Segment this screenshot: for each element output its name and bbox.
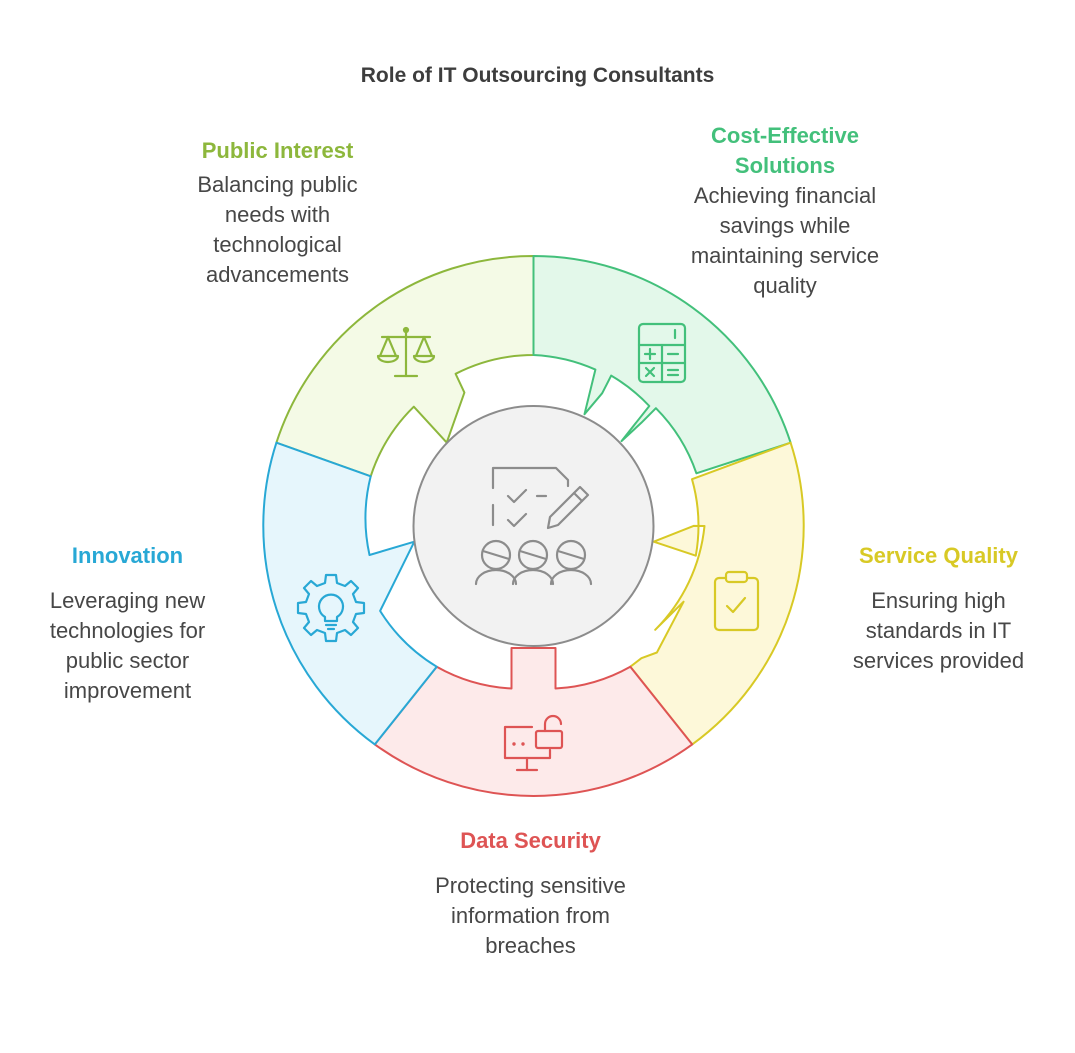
innovation-heading: Innovation [71, 543, 184, 568]
center-circle [412, 405, 655, 647]
innovation-block: Innovation Leveraging new technologies f… [25, 541, 230, 706]
service-quality-heading: Service Quality [859, 543, 1018, 568]
cost-effective-description: Achieving financial savings while mainta… [690, 183, 880, 298]
data-security-heading: Data Security [460, 828, 601, 853]
segment-innovation [262, 441, 438, 746]
service-quality-description: Ensuring high standards in IT services p… [852, 588, 1025, 673]
public-interest-description: Balancing public needs with technologica… [197, 172, 358, 287]
segment-service-quality [629, 441, 805, 746]
cost-effective-heading: Cost-Effective Solutions [711, 123, 859, 178]
innovation-description: Leveraging new technologies for public s… [49, 588, 206, 703]
monitor-lock-icon [503, 714, 564, 772]
calculator-icon [637, 322, 687, 384]
public-interest-heading: Public Interest [201, 138, 354, 163]
scales-icon [376, 326, 436, 378]
public-interest-block: Public Interest Balancing public needs w… [165, 136, 390, 290]
service-quality-block: Service Quality Ensuring high standards … [836, 541, 1041, 676]
diagram-title: Role of IT Outsourcing Consultants [360, 64, 715, 87]
data-security-description: Protecting sensitive information from br… [435, 873, 626, 958]
lightbulb-gear-icon [296, 573, 366, 643]
planning-team-icon [474, 466, 593, 586]
clipboard-check-icon [713, 570, 760, 632]
data-security-block: Data Security Protecting sensitive infor… [418, 826, 643, 961]
cost-effective-block: Cost-Effective Solutions Achieving finan… [670, 121, 900, 301]
